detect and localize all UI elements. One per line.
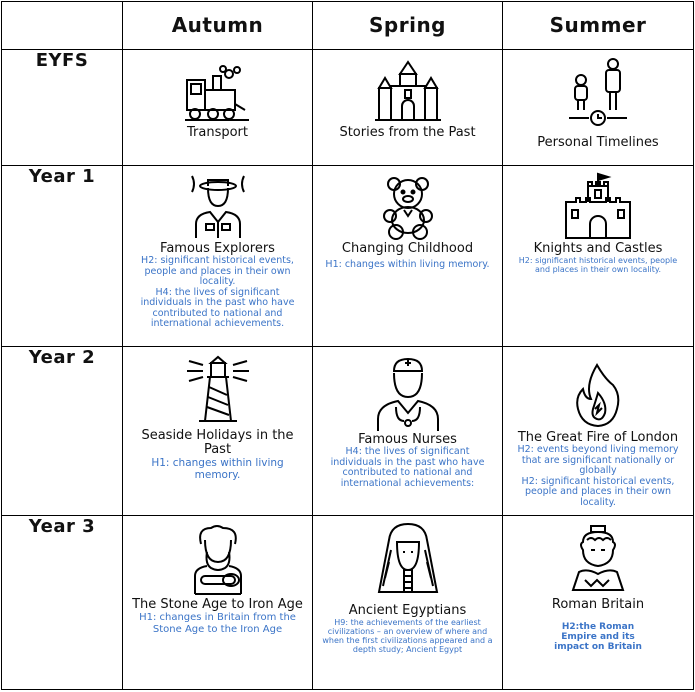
curriculum-objective: H9: the achievements of the earliest civ…: [322, 618, 493, 654]
castle-icon: [374, 60, 441, 121]
corner-cell: [1, 1, 123, 50]
explorer-icon: [190, 175, 245, 238]
spring-header: Spring: [312, 1, 503, 50]
curriculum-objective: H2: events beyond living memory that are…: [517, 444, 679, 476]
year-label: Year 3: [1, 515, 123, 690]
topic-cell: Transport: [122, 49, 313, 166]
fire-icon: [576, 363, 620, 428]
curriculum-objective: H1: changes in Britain from the Stone Ag…: [139, 612, 296, 635]
topic-cell: Famous Nurses H4: the lives of significa…: [312, 346, 503, 516]
topic-title: Ancient Egyptians: [348, 603, 467, 618]
topic-cell: Stories from the Past: [312, 49, 503, 166]
autumn-header: Autumn: [122, 1, 313, 50]
year-label: EYFS: [1, 49, 123, 166]
topic-title: Roman Britain: [551, 597, 645, 612]
topic-cell: Roman Britain H2:the Roman Empire and it…: [502, 515, 694, 690]
table-row: Year 3 The Stone Age to Iron Age H1: cha…: [1, 515, 694, 690]
lighthouse-icon: [186, 355, 249, 422]
curriculum-objective: H2: significant historical events, peopl…: [518, 256, 678, 274]
topic-cell: The Stone Age to Iron Age H1: changes in…: [122, 515, 313, 690]
year-label: Year 2: [1, 346, 123, 516]
table-row: EYFS Transport Stories from the Past: [1, 49, 694, 166]
summer-header: Summer: [502, 1, 694, 50]
topic-cell: Knights and Castles H2: significant hist…: [502, 165, 694, 347]
topic-title: Personal Timelines: [537, 135, 659, 150]
fort-icon: [565, 172, 631, 239]
topic-cell: Personal Timelines: [502, 49, 694, 166]
curriculum-objective: H2: significant historical events, peopl…: [521, 475, 675, 508]
curriculum-objective: H1: changes within living memory.: [325, 259, 490, 270]
teddy-bear-icon: [382, 177, 433, 240]
topic-title: Knights and Castles: [533, 241, 663, 256]
topic-cell: Changing Childhood H1: changes within li…: [312, 165, 503, 347]
nurse-icon: [376, 357, 439, 431]
roman-bust-icon: [571, 525, 625, 591]
topic-title: The Stone Age to Iron Age: [132, 597, 303, 612]
curriculum-objective: H4: the lives of significant individuals…: [140, 286, 295, 329]
topic-title: Seaside Holidays in the Past: [141, 428, 294, 457]
growth-timeline-icon: [569, 58, 627, 126]
header-row: Autumn Spring Summer: [1, 1, 694, 50]
topic-title: The Great Fire of London: [517, 430, 679, 445]
topic-title: Famous Explorers: [160, 241, 275, 256]
topic-cell: Famous Explorers H2: significant histori…: [122, 165, 313, 347]
topic-title: Transport: [186, 125, 248, 140]
table-row: Year 1 Famous Explorers H2: significant …: [1, 165, 694, 347]
pharaoh-icon: [377, 522, 438, 593]
table-row: Year 2 Seaside Holidays in the Past H1: …: [1, 346, 694, 516]
year-label: Year 1: [1, 165, 123, 347]
caveman-icon: [193, 525, 242, 595]
topic-cell: Seaside Holidays in the Past H1: changes…: [122, 346, 313, 516]
curriculum-objective: H1: changes within living memory.: [151, 457, 284, 481]
curriculum-objective: H2: significant historical events, peopl…: [141, 255, 294, 287]
topic-title: Changing Childhood: [341, 241, 474, 256]
topic-title: Stories from the Past: [339, 125, 476, 140]
topic-cell: The Great Fire of London H2: events beyo…: [502, 346, 694, 516]
curriculum-objective: H4: the lives of significant individuals…: [330, 446, 485, 489]
topic-title: Famous Nurses: [358, 432, 457, 447]
train-icon: [184, 65, 249, 121]
topic-cell: Ancient Egyptians H9: the achievements o…: [312, 515, 503, 690]
curriculum-objective: H2:the Roman Empire and its impact on Br…: [554, 622, 642, 652]
